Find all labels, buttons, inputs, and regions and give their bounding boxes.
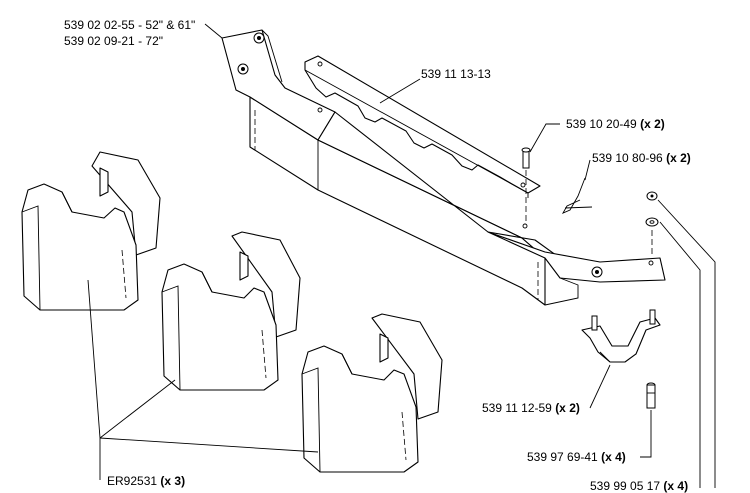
nut-and-washer xyxy=(645,191,659,256)
pin-part-label: 539 10 20-49 (x 2) xyxy=(566,117,665,131)
weight-part-label: ER92531 (x 3) xyxy=(107,474,186,488)
clevis-pin xyxy=(521,147,531,222)
weight-1 xyxy=(21,151,161,311)
strap-part-label: 539 11 12-59 (x 2) xyxy=(482,401,580,415)
hair-pin-clip xyxy=(561,177,593,214)
weight-bracket xyxy=(221,29,666,306)
leader-lines xyxy=(87,23,716,488)
notched-plate xyxy=(304,55,541,198)
strap xyxy=(581,309,661,363)
clip-part-label: 539 10 80-96 (x 2) xyxy=(592,151,691,165)
weight-3 xyxy=(301,313,443,473)
plate-part-label: 539 11 13-13 xyxy=(421,67,491,81)
carriage-bolt xyxy=(646,382,656,409)
bolt-part-label: 539 97 69-41 (x 4) xyxy=(527,450,626,464)
bracket-part-label-b: 539 02 09-21 - 72" xyxy=(64,34,163,48)
nut-part-label: 539 99 05 17 (x 4) xyxy=(590,479,689,493)
bracket-part-label-a: 539 02 02-55 - 52" & 61" xyxy=(64,18,196,32)
weight-2 xyxy=(161,231,301,391)
